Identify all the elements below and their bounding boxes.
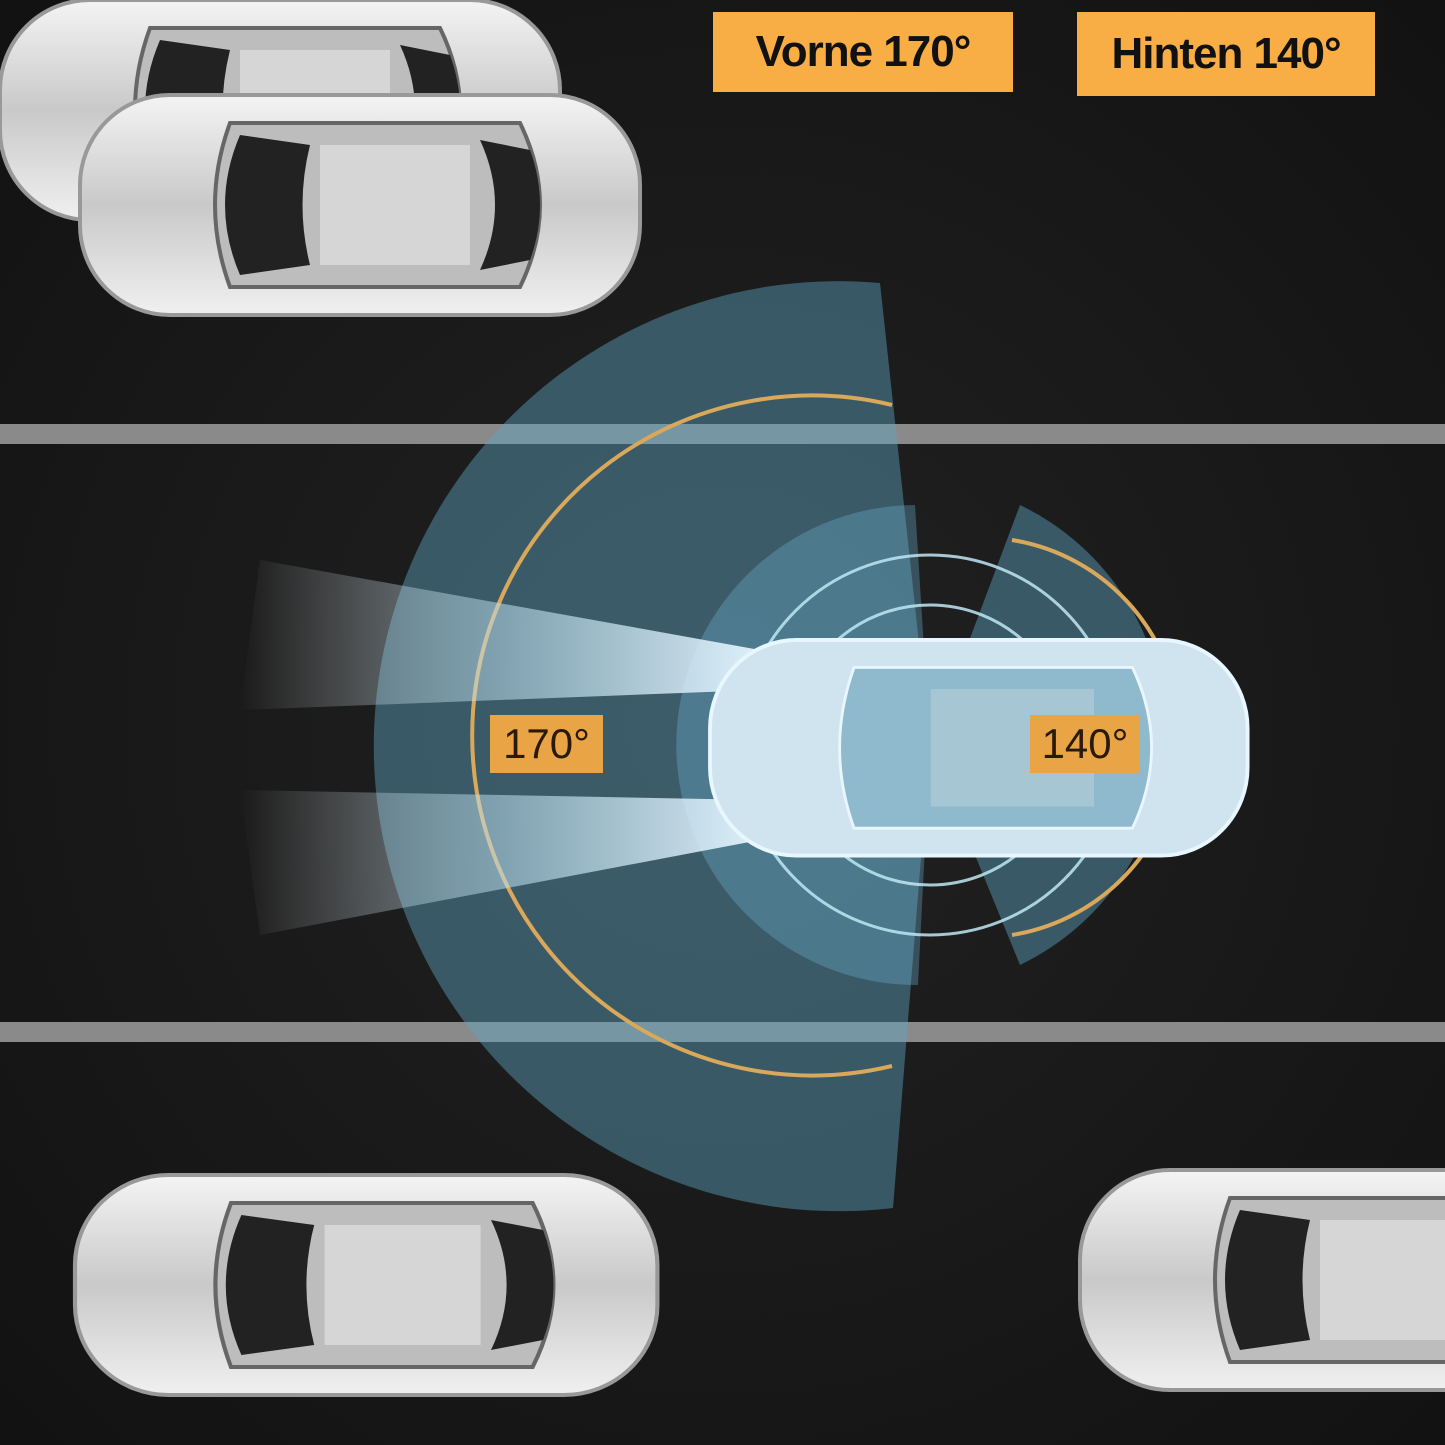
lane-line-top xyxy=(0,424,1445,444)
front-angle-label: 170° xyxy=(490,715,603,773)
parked-car-bottom-right xyxy=(1078,1168,1445,1392)
parked-car-top-left xyxy=(78,93,642,317)
headlight-beam-lower xyxy=(240,790,760,935)
front-range-ring xyxy=(470,393,893,1078)
rear-camera-title-badge: Hinten 140° xyxy=(1077,12,1375,96)
front-fov-sector xyxy=(373,281,930,1212)
main-car xyxy=(708,638,1250,858)
parked-car-bottom-left xyxy=(75,1175,657,1395)
headlight-beam-upper xyxy=(240,560,760,710)
front-camera-title-badge: Vorne 170° xyxy=(713,12,1013,92)
lane-line-bottom xyxy=(0,1022,1445,1042)
rear-angle-label: 140° xyxy=(1030,715,1140,773)
